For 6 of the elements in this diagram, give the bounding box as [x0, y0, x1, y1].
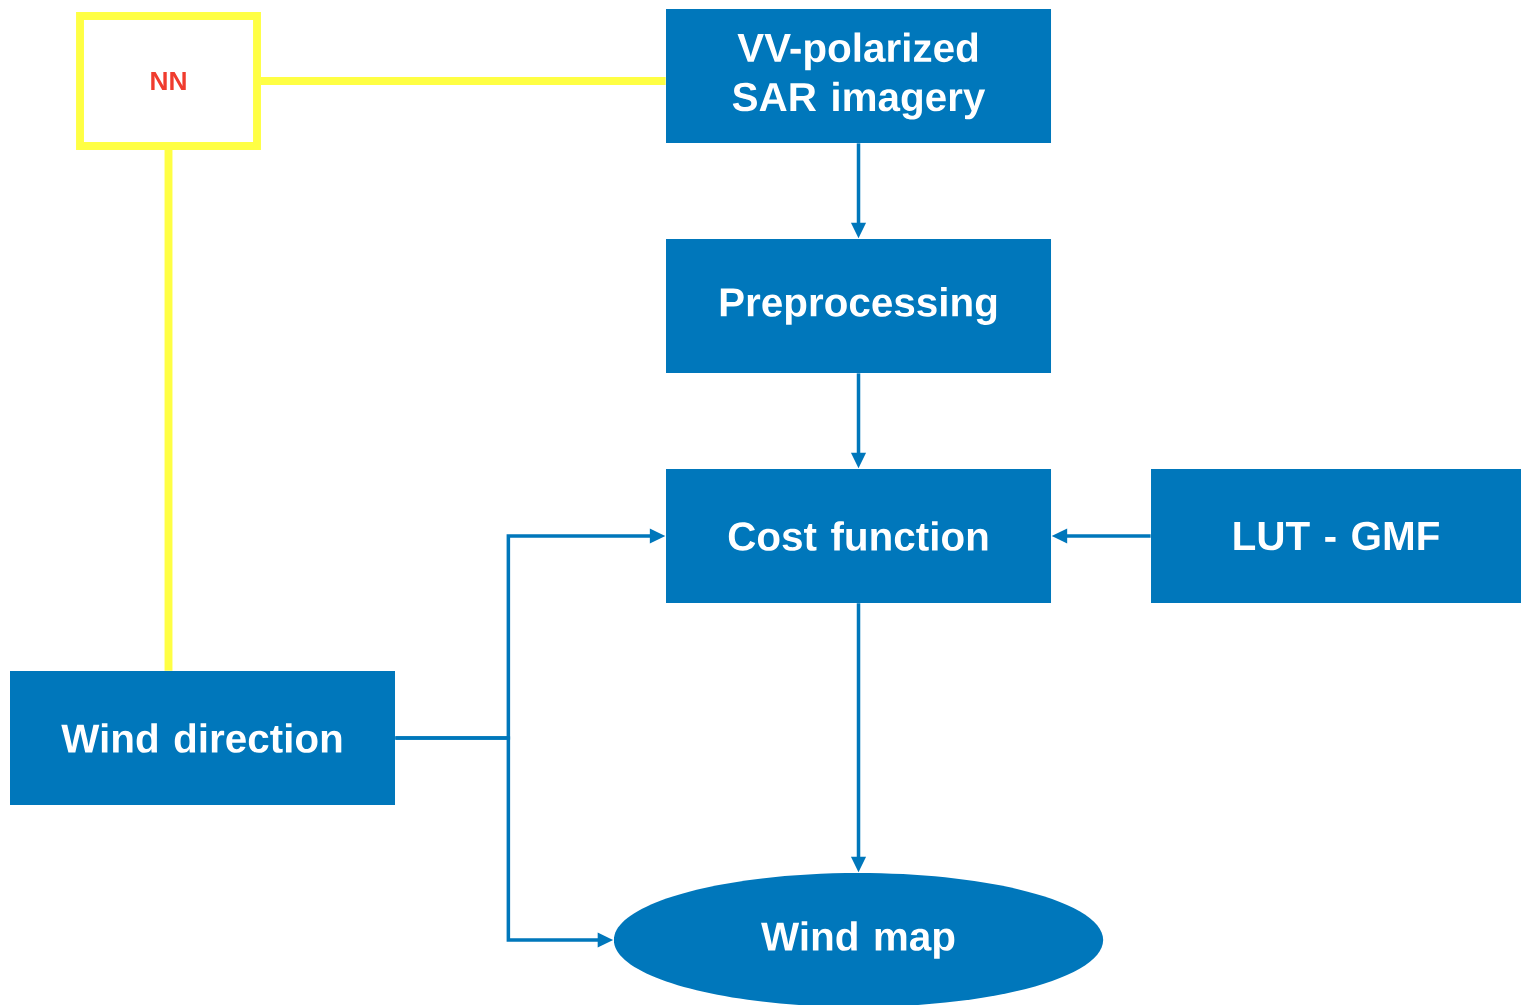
process-box: Wind direction	[10, 671, 395, 805]
model-box: NN	[76, 12, 261, 150]
process-box: Cost function	[666, 469, 1051, 603]
process-box: LUT - GMF	[1151, 469, 1521, 603]
process-box: VV-polarized SAR imagery	[666, 9, 1051, 143]
process-box: Preprocessing	[666, 239, 1051, 373]
